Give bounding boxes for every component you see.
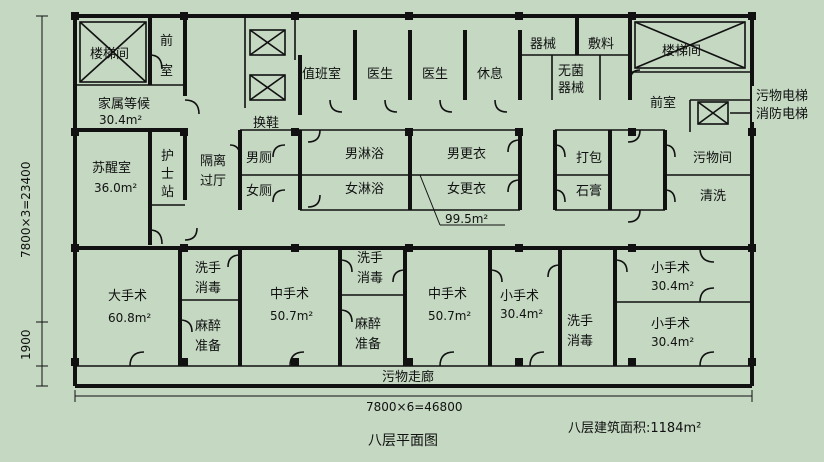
isolation-label-1: 隔离 [200, 153, 226, 169]
stair-right-label: 楼梯间 [662, 44, 701, 59]
womens-change-label: 女更衣 [447, 181, 486, 197]
front-room-left-label-1: 前 [160, 33, 173, 49]
instruments-label: 器械 [530, 37, 556, 52]
small-or3-label: 小手术 [651, 317, 690, 332]
drawing-title: 八层平面图 [368, 433, 438, 449]
stair-right [634, 21, 746, 69]
anesth1-label-a: 麻醉 [195, 318, 221, 334]
packing-label: 打包 [576, 151, 602, 166]
medium-or1-label: 中手术 [270, 287, 309, 302]
elevator-x-marks [249, 29, 729, 125]
small-or3-area: 30.4m² [651, 335, 694, 349]
cleaning-label: 清洗 [700, 189, 726, 204]
elevator-label-2: 消防电梯 [756, 106, 808, 122]
recovery-area: 36.0m² [94, 181, 137, 195]
scrub2-label-b: 消毒 [357, 271, 383, 286]
doctor1-label: 医生 [367, 67, 393, 82]
mens-change-label: 男更衣 [447, 146, 486, 162]
recovery-label: 苏醒室 [92, 160, 131, 176]
anesth2-label-b: 准备 [355, 336, 381, 352]
womens-shower-label: 女淋浴 [345, 181, 384, 197]
dirty-room-label: 污物间 [693, 151, 732, 166]
small-or2-area: 30.4m² [651, 279, 694, 293]
stair-left [79, 21, 147, 83]
medium-or2-label: 中手术 [428, 287, 467, 302]
scrub3-label-a: 洗手 [567, 314, 593, 329]
dressing-label: 敷料 [588, 37, 614, 52]
small-or2-label: 小手术 [651, 261, 690, 276]
dirty-corridor-label: 污物走廊 [382, 369, 434, 385]
scrub1-label-a: 洗手 [195, 261, 221, 276]
dimension-lines [36, 15, 753, 402]
large-or-area: 60.8m² [108, 311, 151, 325]
scrub3-label-b: 消毒 [567, 334, 593, 349]
mens-toilet-label: 男厕 [246, 151, 272, 166]
womens-toilet-label: 女厕 [246, 183, 272, 199]
width-total-dimension: 7800×6=46800 [366, 400, 462, 414]
scrub2-label-a: 洗手 [357, 251, 383, 266]
small-or1-label: 小手术 [500, 289, 539, 304]
anesth2-label-a: 麻醉 [355, 316, 381, 332]
stair-left-label: 楼梯间 [90, 47, 129, 62]
door-swings [129, 54, 715, 367]
elevator-label-1: 污物电梯 [756, 89, 808, 104]
interior-walls [75, 16, 752, 366]
medium-or1-area: 50.7m² [270, 309, 313, 323]
family-waiting-label: 家属等候 [98, 96, 150, 112]
corridor-width-dimension: 1900 [19, 329, 33, 360]
nurse-label-3: 站 [161, 185, 174, 200]
medium-or2-area: 50.7m² [428, 309, 471, 323]
family-waiting-area: 30.4m² [99, 113, 142, 127]
sterile-label-2: 器械 [558, 81, 584, 96]
height-total-dimension: 7800×3=23400 [19, 162, 33, 258]
front-room-left-label-2: 室 [160, 63, 173, 79]
front-room-right-label: 前室 [650, 95, 676, 111]
change-shoes-label: 换鞋 [253, 115, 279, 131]
rest-label: 休息 [477, 66, 503, 82]
nurse-label-2: 士 [161, 167, 174, 182]
hall-area: 99.5m² [445, 212, 488, 226]
duty-room-label: 值班室 [302, 66, 341, 82]
mens-shower-label: 男淋浴 [345, 147, 384, 162]
room-labels: 楼梯间 前 室 家属等候 30.4m² 值班室 医生 医生 休息 器械 敷料 无… [90, 33, 732, 385]
sterile-label-1: 无菌 [558, 64, 584, 79]
anesth1-label-b: 准备 [195, 338, 221, 354]
small-or1-area: 30.4m² [500, 307, 543, 321]
floor-area-note: 八层建筑面积:1184m² [568, 420, 701, 436]
isolation-label-2: 过厅 [200, 174, 226, 189]
scrub1-label-b: 消毒 [195, 281, 221, 296]
doctor2-label: 医生 [422, 67, 448, 82]
nurse-label-1: 护 [161, 149, 174, 164]
large-or-label: 大手术 [108, 289, 147, 304]
plaster-label: 石膏 [576, 183, 602, 199]
